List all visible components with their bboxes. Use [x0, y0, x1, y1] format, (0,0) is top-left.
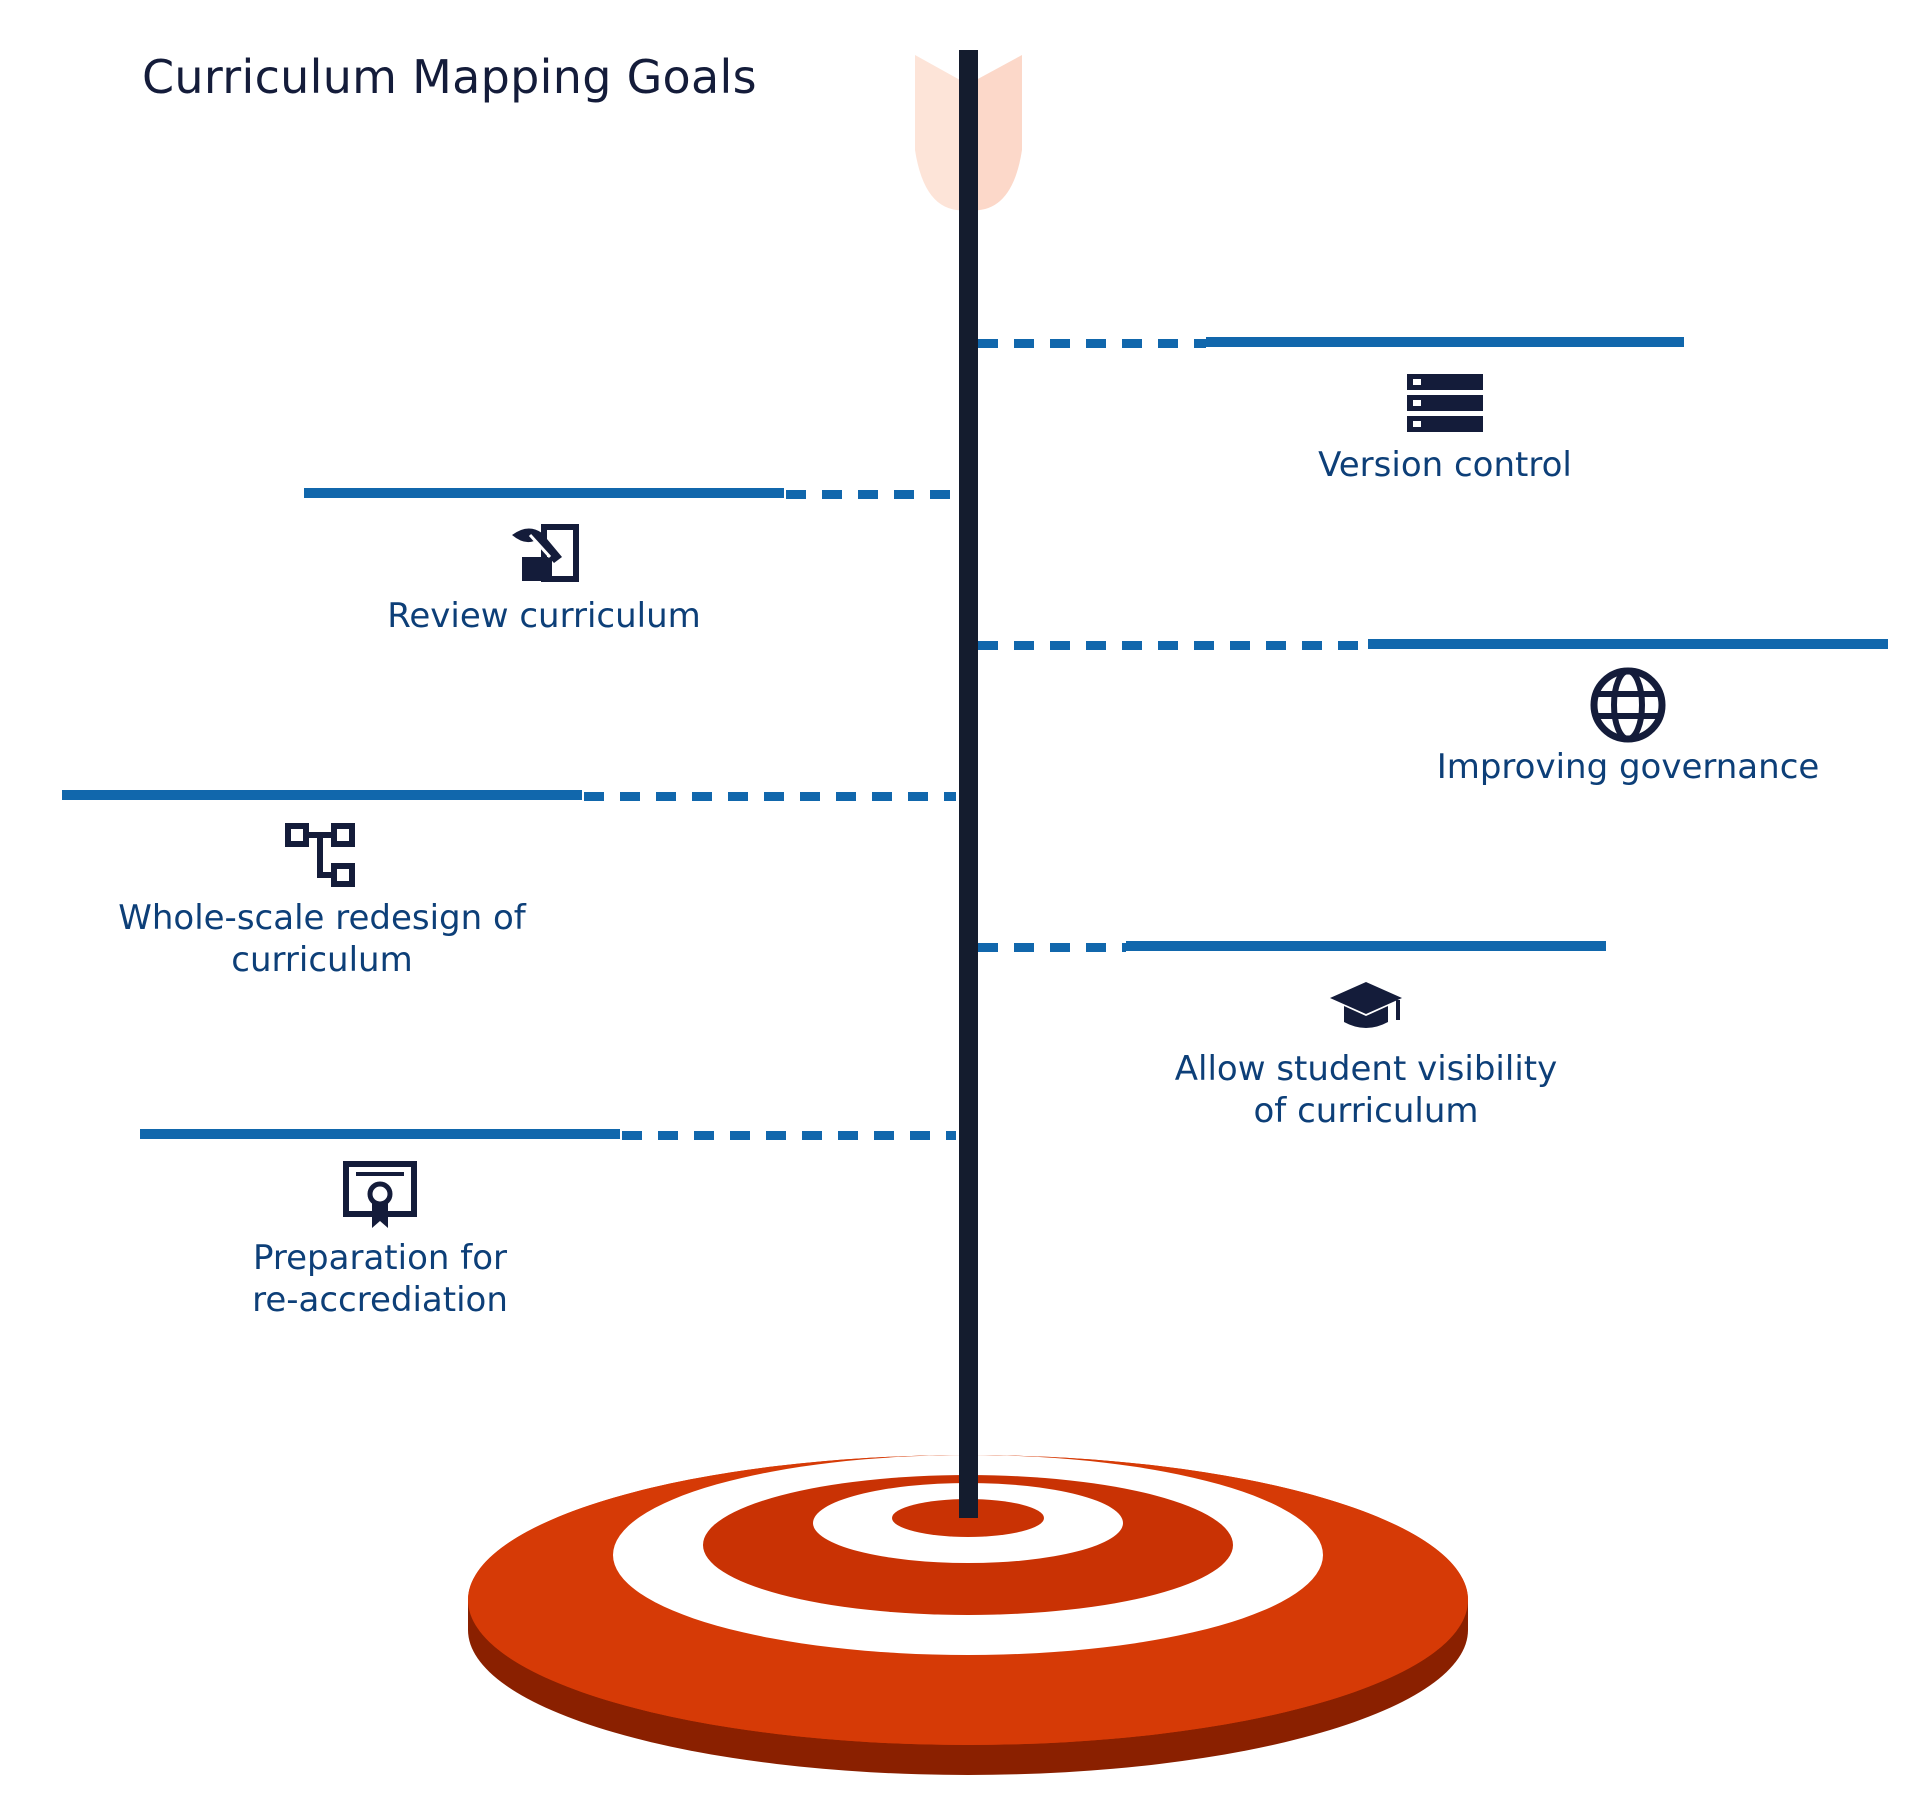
edit-document-icon	[506, 523, 582, 585]
server-icon	[1407, 372, 1483, 434]
goal-card-version-control: Version control	[1206, 337, 1684, 519]
goal-label: Version control	[1318, 444, 1572, 485]
certificate-icon	[342, 1160, 418, 1228]
globe-icon	[1590, 667, 1666, 743]
goal-label: Improving governance	[1436, 746, 1820, 787]
graduation-cap-icon	[1328, 976, 1404, 1038]
goal-card-improving-governance: Improving governance	[1368, 639, 1888, 821]
connector-governance	[978, 641, 1370, 650]
connector-redesign	[584, 792, 956, 801]
goal-label: Review curriculum	[387, 595, 701, 636]
connector-accreditation	[622, 1131, 956, 1140]
connector-version	[978, 339, 1206, 348]
arrow-feather	[915, 55, 968, 211]
goal-label: Whole-scale redesign of curriculum	[118, 897, 526, 981]
arrow-feather	[968, 55, 1022, 211]
hierarchy-icon	[284, 822, 360, 887]
connector-visibility	[978, 943, 1126, 952]
goal-card-reaccreditation: Preparation for re-accrediation	[140, 1129, 620, 1355]
goal-card-review-curriculum: Review curriculum	[304, 488, 784, 670]
connector-review	[786, 490, 956, 499]
goal-label: Preparation for re-accrediation	[252, 1237, 508, 1321]
goal-card-whole-scale-redesign: Whole-scale redesign of curriculum	[62, 790, 582, 1014]
page-title: Curriculum Mapping Goals	[142, 50, 757, 104]
goal-card-student-visibility: Allow student visibility of curriculum	[1126, 941, 1606, 1165]
goal-label: Allow student visibility of curriculum	[1174, 1048, 1558, 1132]
arrow-shaft	[959, 50, 978, 1518]
